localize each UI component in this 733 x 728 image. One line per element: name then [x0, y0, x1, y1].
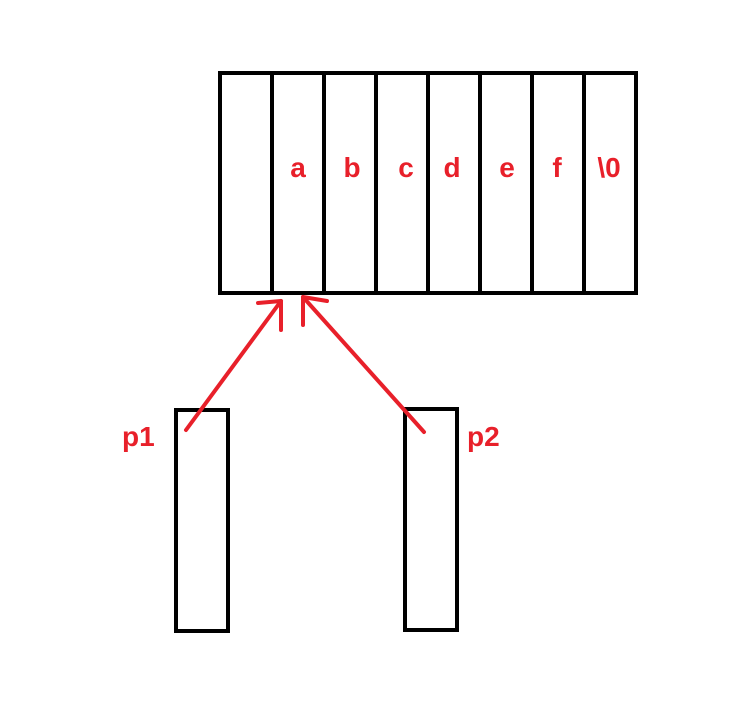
cell-5-char: e	[499, 152, 515, 183]
cell-6-char: f	[552, 152, 562, 183]
pointer-p2-box	[403, 407, 459, 632]
pointer-p2-label: p2	[467, 421, 500, 452]
arrow-p1-shaft	[184, 299, 283, 432]
cell-3-char: c	[398, 152, 414, 183]
pointer-arrows	[184, 295, 426, 434]
pointer-p1-label: p1	[122, 421, 155, 452]
cell-1-char: a	[290, 152, 306, 183]
char-array	[218, 71, 638, 295]
cell-2-char: b	[343, 152, 360, 183]
arrow-p2-shaft	[301, 295, 426, 434]
cell-7-char: \0	[597, 152, 620, 183]
arrow-p1-head	[256, 299, 283, 332]
arrow-p2-head	[301, 295, 329, 327]
cell-4-char: d	[443, 152, 460, 183]
pointer-p1-box	[174, 408, 230, 633]
